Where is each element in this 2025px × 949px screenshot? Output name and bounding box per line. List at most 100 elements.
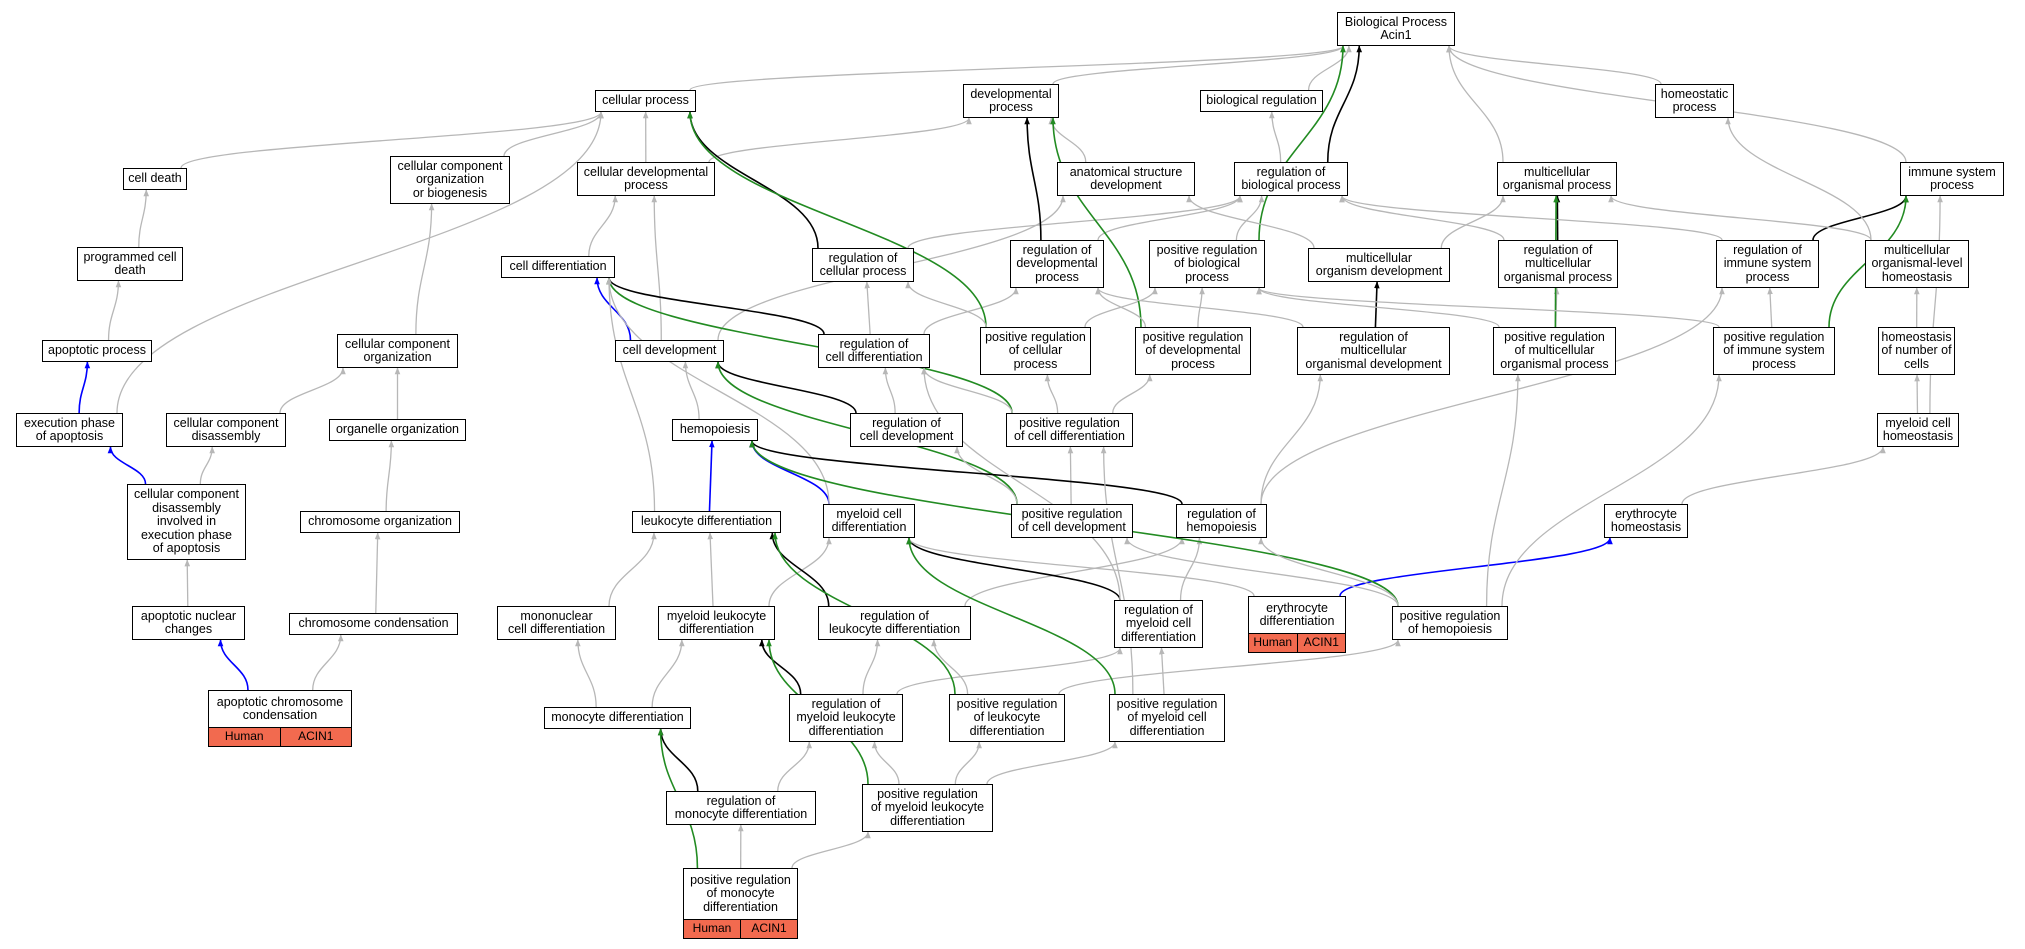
edge-regulates [708,440,715,512]
go-term-chromosome-organization[interactable]: chromosome organization [300,511,460,533]
go-term-execution-phase-apoptosis[interactable]: execution phase of apoptosis [16,413,123,447]
go-term-regulation-cell-differentiation[interactable]: regulation of cell differentiation [818,334,930,368]
edge-positively-regulates [906,537,1116,695]
go-term-programmed-cell-death[interactable]: programmed cell death [77,247,183,281]
go-term-homeostasis-number-of-cells[interactable]: homeostasis of number of cells [1878,327,1955,375]
edge-part-of [769,532,830,607]
go-term-cc-disassembly-execution-apoptosis[interactable]: cellular component disassembly involved … [127,484,246,560]
edge-is-a [606,277,830,505]
edge-is-a [1767,287,1773,328]
go-term-regulation-biological-process[interactable]: regulation of biological process [1234,162,1348,196]
edge-is-a [906,537,1255,597]
go-term-cellular-developmental-process[interactable]: cellular developmental process [577,162,715,196]
go-term-positive-regulation-multicellular-organismal-process[interactable]: positive regulation of multicellular org… [1493,327,1616,375]
go-term-regulation-cellular-process[interactable]: regulation of cellular process [812,248,914,282]
go-term-bp[interactable]: Biological Process Acin1 [1337,12,1455,46]
go-term-positive-regulation-monocyte-differentiation[interactable]: positive regulation of monocyte differen… [683,868,798,939]
edge-is-a [1269,111,1282,163]
go-term-developmental-process[interactable]: developmental process [963,84,1059,118]
go-term-regulation-developmental-process[interactable]: regulation of developmental process [1010,240,1104,288]
go-term-positive-regulation-leukocyte-differentiation[interactable]: positive regulation of leukocyte differe… [949,694,1065,742]
go-term-leukocyte-differentiation[interactable]: leukocyte differentiation [632,511,781,533]
go-term-positive-regulation-biological-process[interactable]: positive regulation of biological proces… [1149,240,1265,288]
go-term-cell-differentiation[interactable]: cell differentiation [501,256,615,278]
go-term-biological-regulation[interactable]: biological regulation [1200,90,1323,112]
go-term-monocyte-differentiation[interactable]: monocyte differentiation [544,707,691,729]
go-term-regulation-myeloid-cell-differentiation[interactable]: regulation of myeloid cell differentiati… [1114,600,1203,648]
annotation-gene: ACIN1 [1296,634,1346,652]
go-term-label: apoptotic chromosome condensation [216,694,344,722]
go-term-myeloid-cell-homeostasis[interactable]: myeloid cell homeostasis [1877,413,1959,447]
edge-is-a [1044,374,1059,414]
go-term-label: chromosome organization [308,514,452,529]
go-term-apoptotic-nuclear-changes[interactable]: apoptotic nuclear changes [132,606,245,640]
go-term-label: programmed cell death [83,249,177,277]
go-term-cell-development[interactable]: cell development [615,340,724,362]
edge-is-a [707,532,714,607]
edge-part-of [1812,195,1909,241]
go-term-positive-regulation-myeloid-leukocyte-differentiation[interactable]: positive regulation of myeloid leukocyte… [862,784,993,832]
go-term-anatomical-structure-development[interactable]: anatomical structure development [1057,162,1195,196]
go-term-cellular-component-organization[interactable]: cellular component organization [337,334,458,368]
go-term-cell-death[interactable]: cell death [123,168,187,190]
go-term-regulation-multicellular-organismal-process[interactable]: regulation of multicellular organismal p… [1498,240,1618,288]
go-term-positive-regulation-myeloid-cell-differentiation[interactable]: positive regulation of myeloid cell diff… [1109,694,1225,742]
go-term-positive-regulation-immune-system-process[interactable]: positive regulation of immune system pro… [1713,327,1835,375]
edge-is-a [1235,195,1265,241]
go-term-label: immune system process [1908,164,1996,192]
go-term-regulation-multicellular-organismal-development[interactable]: regulation of multicellular organismal d… [1297,327,1450,375]
go-term-label: Biological Process Acin1 [1344,14,1448,42]
annotation-species: Human [224,729,264,744]
go-term-label: positive regulation of developmental pro… [1142,329,1244,371]
go-term-cellular-process[interactable]: cellular process [595,90,696,112]
go-term-positive-regulation-developmental-process[interactable]: positive regulation of developmental pro… [1135,327,1251,375]
edge-part-of [657,728,699,792]
go-term-erythrocyte-homeostasis[interactable]: erythrocyte homeostasis [1604,504,1688,538]
edge-regulates [78,361,91,414]
go-term-regulation-immune-system-process[interactable]: regulation of immune system process [1716,240,1819,288]
go-term-positive-regulation-cell-differentiation[interactable]: positive regulation of cell differentiat… [1006,413,1133,447]
go-term-immune-system-process[interactable]: immune system process [1900,162,2004,196]
edge-is-a [931,639,969,695]
go-term-multicellular-organismal-homeostasis[interactable]: multicellular organismal-level homeostas… [1865,240,1969,288]
edge-positively-regulates [606,277,1013,414]
edge-is-a [1084,287,1158,328]
go-term-chromosome-condensation[interactable]: chromosome condensation [289,613,458,635]
go-term-multicellular-organismal-process[interactable]: multicellular organismal process [1497,162,1617,196]
edge-is-a [905,281,987,328]
go-term-myeloid-cell-differentiation[interactable]: myeloid cell differentiation [823,504,915,538]
go-term-regulation-leukocyte-differentiation[interactable]: regulation of leukocyte differentiation [818,606,971,640]
go-term-apoptotic-process[interactable]: apoptotic process [42,340,152,362]
go-term-label: leukocyte differentiation [640,514,773,529]
go-term-mononuclear-cell-differentiation[interactable]: mononuclear cell differentiation [497,606,616,640]
go-term-label: multicellular organismal process [1502,164,1612,192]
edge-is-a [1929,195,1943,414]
go-term-multicellular-organism-development[interactable]: multicellular organism development [1308,248,1450,282]
go-term-positive-regulation-hemopoiesis[interactable]: positive regulation of hemopoiesis [1392,606,1508,640]
edge-is-a [606,277,656,512]
go-term-cc-org-biogenesis[interactable]: cellular component organization or bioge… [390,156,510,204]
go-term-positive-regulation-cellular-process[interactable]: positive regulation of cellular process [980,327,1091,375]
edge-is-a [588,195,618,257]
go-term-regulation-hemopoiesis[interactable]: regulation of hemopoiesis [1176,504,1267,538]
go-term-regulation-monocyte-differentiation[interactable]: regulation of monocyte differentiation [666,791,816,825]
edge-is-a [682,361,700,420]
go-term-positive-regulation-cell-development[interactable]: positive regulation of cell development [1011,504,1133,538]
edge-is-a [1725,117,1872,241]
go-term-organelle-organization[interactable]: organelle organization [329,419,466,441]
go-term-regulation-myeloid-leukocyte-differentiation[interactable]: regulation of myeloid leukocyte differen… [789,694,903,742]
go-term-label: positive regulation of immune system pro… [1723,329,1825,371]
edge-part-of [749,440,1183,505]
go-term-myeloid-leukocyte-differentiation[interactable]: myeloid leukocyte differentiation [658,606,775,640]
edge-is-a [777,741,813,792]
go-term-homeostatic-process[interactable]: homeostatic process [1655,84,1734,118]
go-term-label: homeostasis of number of cells [1881,329,1952,371]
go-term-cellular-component-disassembly[interactable]: cellular component disassembly [166,413,286,447]
go-term-hemopoiesis[interactable]: hemopoiesis [672,419,758,441]
go-term-regulation-cell-development[interactable]: regulation of cell development [850,413,963,447]
